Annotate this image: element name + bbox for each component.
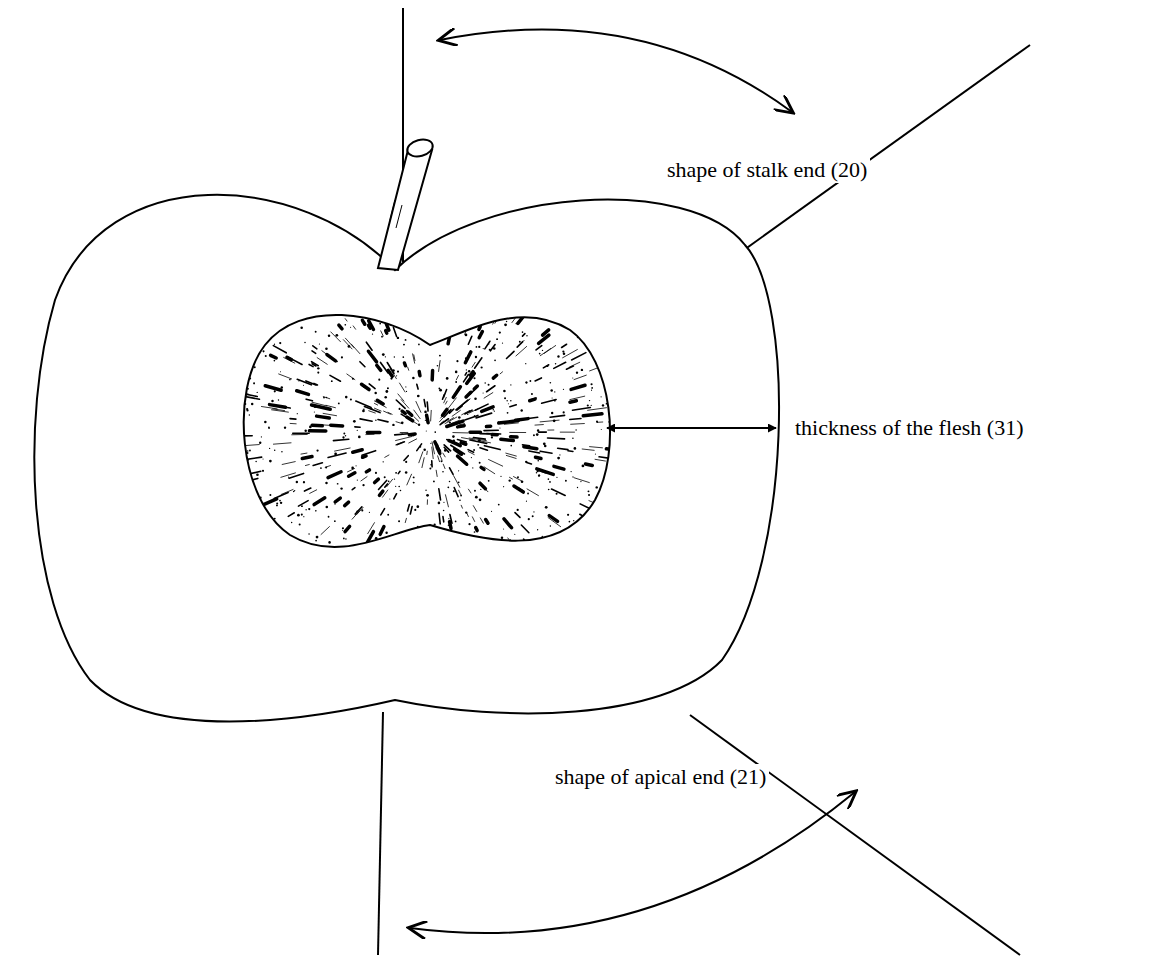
dimension-arrow	[607, 427, 776, 429]
angle-arrow	[440, 29, 792, 112]
feature-label: shape of stalk end (20)	[664, 157, 870, 183]
apple-stalk	[378, 150, 432, 270]
apple-outline	[34, 195, 779, 722]
feature-label: shape of apical end (21)	[552, 764, 769, 790]
stalk-shading	[390, 200, 395, 220]
tangent-line	[690, 715, 1020, 955]
stalk-tip	[405, 137, 434, 159]
tangent-line	[730, 45, 1030, 260]
axis-line	[378, 712, 383, 955]
feature-label: thickness of the flesh (31)	[792, 415, 1027, 441]
core-texture	[214, 293, 648, 565]
stalk-shading	[396, 205, 402, 228]
angle-arrow	[410, 792, 855, 933]
apple-core	[244, 315, 610, 547]
